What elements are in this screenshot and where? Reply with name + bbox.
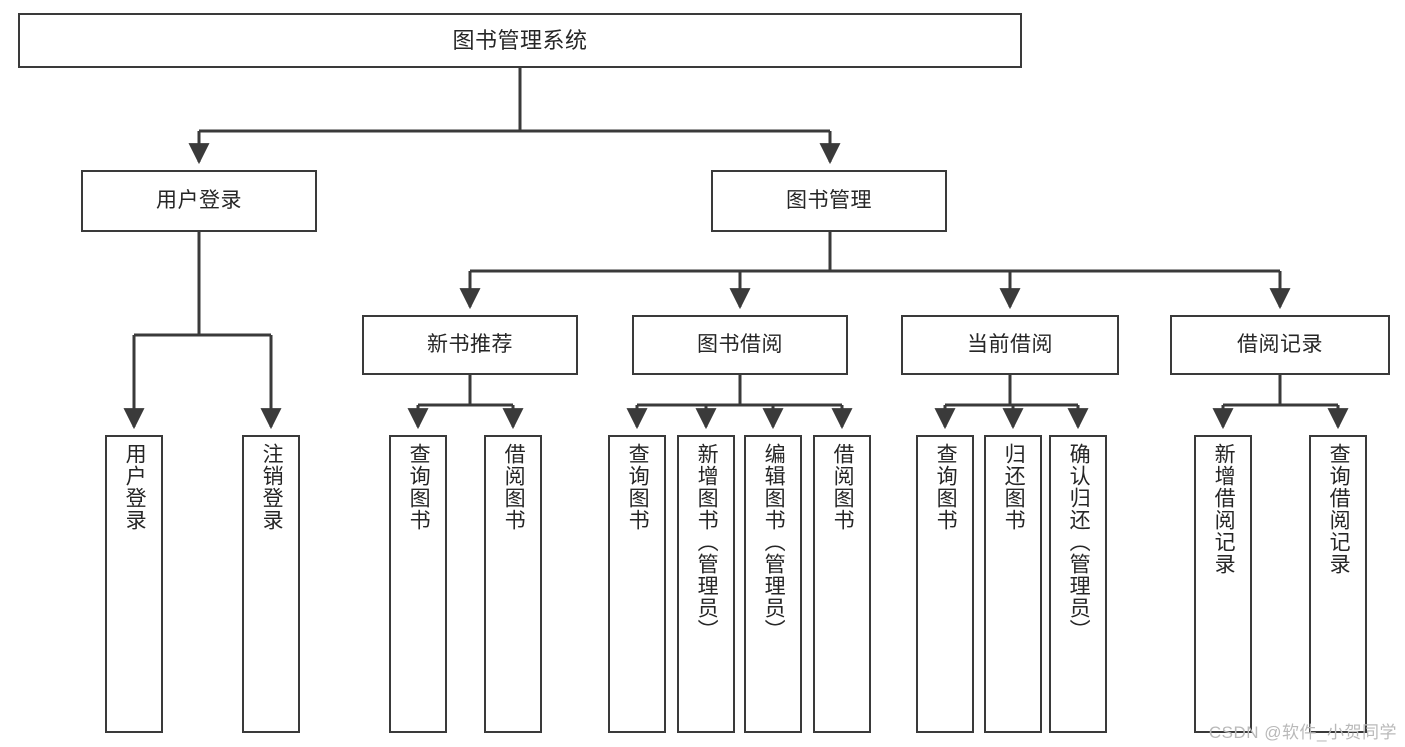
leaf-current-borrow-query-book[interactable]: 查询图书 — [916, 435, 974, 733]
node-user-login[interactable]: 用户登录 — [81, 170, 317, 232]
node-label: 借阅图书 — [831, 443, 855, 531]
leaf-current-borrow-return-book[interactable]: 归还图书 — [984, 435, 1042, 733]
leaf-book-borrow-edit-book-admin[interactable]: 编辑图书（管理员） — [744, 435, 802, 733]
node-label: 当前借阅 — [967, 332, 1053, 356]
node-book-borrow[interactable]: 图书借阅 — [632, 315, 848, 375]
leaf-book-borrow-borrow-book[interactable]: 借阅图书 — [813, 435, 871, 733]
node-label: 注销登录 — [260, 443, 284, 531]
watermark-text: CSDN @软件_小贺同学 — [1208, 723, 1397, 742]
node-root-book-management-system[interactable]: 图书管理系统 — [18, 13, 1022, 68]
leaf-borrow-record-query-record[interactable]: 查询借阅记录 — [1309, 435, 1367, 733]
leaf-book-borrow-query-book[interactable]: 查询图书 — [608, 435, 666, 733]
node-label: 新书推荐 — [427, 332, 513, 356]
node-label: 查询图书 — [407, 443, 431, 531]
leaf-book-borrow-add-book-admin[interactable]: 新增图书（管理员） — [677, 435, 735, 733]
node-label: 用户登录 — [156, 188, 242, 212]
node-label: 新增借阅记录 — [1212, 443, 1236, 575]
node-label: 查询图书 — [934, 443, 958, 531]
node-label: 用户登录 — [123, 443, 147, 531]
node-new-book-recommend[interactable]: 新书推荐 — [362, 315, 578, 375]
node-borrow-record[interactable]: 借阅记录 — [1170, 315, 1390, 375]
node-label: 归还图书 — [1002, 443, 1026, 531]
node-book-management[interactable]: 图书管理 — [711, 170, 947, 232]
node-current-borrow[interactable]: 当前借阅 — [901, 315, 1119, 375]
node-label: 图书管理系统 — [452, 27, 588, 53]
node-label: 图书管理 — [786, 188, 872, 212]
leaf-user-login-logout[interactable]: 注销登录 — [242, 435, 300, 733]
node-label: 新增图书（管理员） — [695, 443, 719, 641]
leaf-user-login-login[interactable]: 用户登录 — [105, 435, 163, 733]
node-label: 编辑图书（管理员） — [762, 443, 786, 641]
node-label: 借阅记录 — [1237, 332, 1323, 356]
node-label: 图书借阅 — [697, 332, 783, 356]
leaf-borrow-record-add-record[interactable]: 新增借阅记录 — [1194, 435, 1252, 733]
leaf-new-book-borrow-book[interactable]: 借阅图书 — [484, 435, 542, 733]
leaf-current-borrow-confirm-return-admin[interactable]: 确认归还（管理员） — [1049, 435, 1107, 733]
node-label: 查询借阅记录 — [1327, 443, 1351, 575]
node-label: 确认归还（管理员） — [1067, 443, 1091, 641]
node-label: 借阅图书 — [502, 443, 526, 531]
leaf-new-book-query-book[interactable]: 查询图书 — [389, 435, 447, 733]
node-label: 查询图书 — [626, 443, 650, 531]
